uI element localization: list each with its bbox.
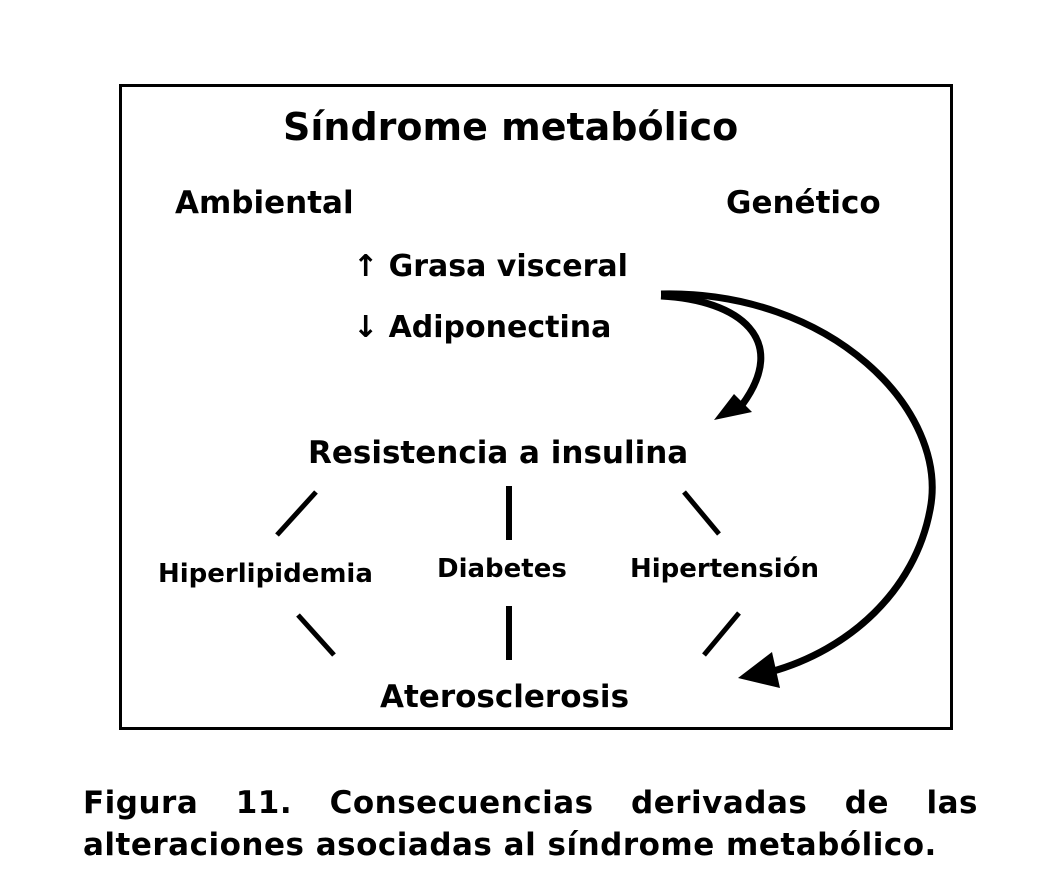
arrow-grasa-to-aterosclerosis — [660, 290, 936, 676]
caption-word: Figura — [83, 785, 199, 821]
arrow-head-aterosclerosis — [738, 652, 780, 688]
caption-word: 11. — [235, 785, 293, 821]
factor-genetico: Genético — [726, 185, 881, 221]
grasa-visceral-label: ↑ Grasa visceral — [353, 249, 628, 284]
caption-word: Consecuencias — [329, 785, 594, 821]
diagram-frame — [119, 84, 953, 730]
caption-word: derivadas — [631, 785, 808, 821]
diabetes-label: Diabetes — [437, 554, 567, 584]
caption-word: de — [844, 785, 890, 821]
line-hiperlipidemia-aterosclerosis — [296, 613, 336, 657]
line-resistencia-hipertension — [682, 490, 721, 536]
caption-word: las — [926, 785, 978, 821]
hipertension-label: Hipertensión — [630, 554, 820, 584]
caption-line-2: alteraciones asociadas al síndrome metab… — [83, 827, 937, 863]
arrow-grasa-to-resistencia — [660, 292, 765, 408]
diagram-title: Síndrome metabólico — [283, 105, 739, 149]
resistencia-insulina-label: Resistencia a insulina — [308, 435, 689, 471]
line-hipertension-aterosclerosis — [702, 611, 741, 657]
arrow-head-resistencia — [714, 394, 752, 420]
hiperlipidemia-label: Hiperlipidemia — [158, 559, 373, 589]
factor-ambiental: Ambiental — [175, 185, 354, 221]
aterosclerosis-label: Aterosclerosis — [380, 679, 630, 715]
line-resistencia-hiperlipidemia — [275, 490, 318, 537]
adiponectina-label: ↓ Adiponectina — [353, 310, 612, 345]
